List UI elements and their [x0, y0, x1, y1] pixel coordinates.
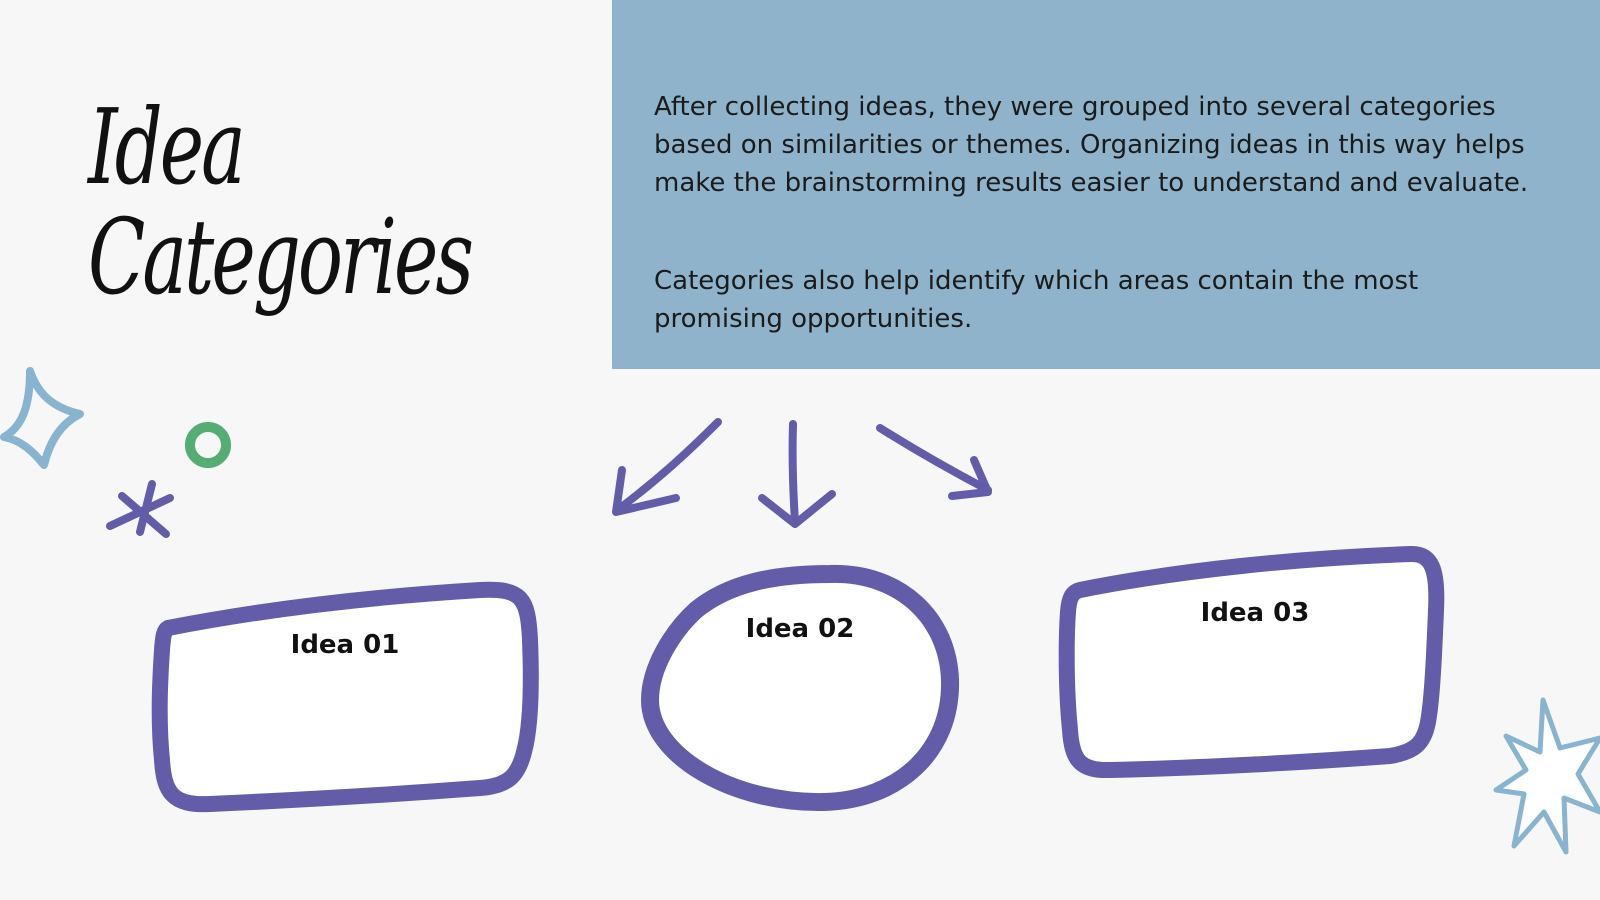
idea-card-2-label: Idea 02 — [746, 614, 855, 644]
idea-card-2: Idea 02 — [641, 564, 960, 812]
description-paragraph-1: After collecting ideas, they were groupe… — [654, 92, 1529, 198]
description-panel: After collecting ideas, they were groupe… — [612, 0, 1600, 369]
idea-card-1-label: Idea 01 — [291, 630, 400, 660]
title-line-1: Idea — [88, 86, 246, 208]
arrow-down-right-icon — [876, 424, 992, 500]
starburst-doodle-icon — [1493, 697, 1600, 855]
circle-doodle-icon — [185, 422, 231, 468]
idea-card-1: Idea 01 — [151, 581, 539, 813]
asterisk-doodle-icon — [106, 480, 174, 538]
page-title: Idea Categories — [88, 86, 474, 318]
arrow-down-left-icon — [612, 418, 722, 516]
idea-card-2-outline — [641, 564, 960, 812]
idea-card-3-label: Idea 03 — [1201, 598, 1310, 628]
title-line-2: Categories — [88, 196, 474, 318]
idea-card-1-outline — [151, 581, 539, 813]
four-point-sparkle-icon — [0, 367, 84, 469]
arrow-down-icon — [758, 420, 836, 528]
description-paragraph-2: Categories also help identify which area… — [654, 266, 1419, 334]
idea-card-3-outline — [1058, 546, 1445, 779]
idea-card-3: Idea 03 — [1058, 546, 1445, 779]
